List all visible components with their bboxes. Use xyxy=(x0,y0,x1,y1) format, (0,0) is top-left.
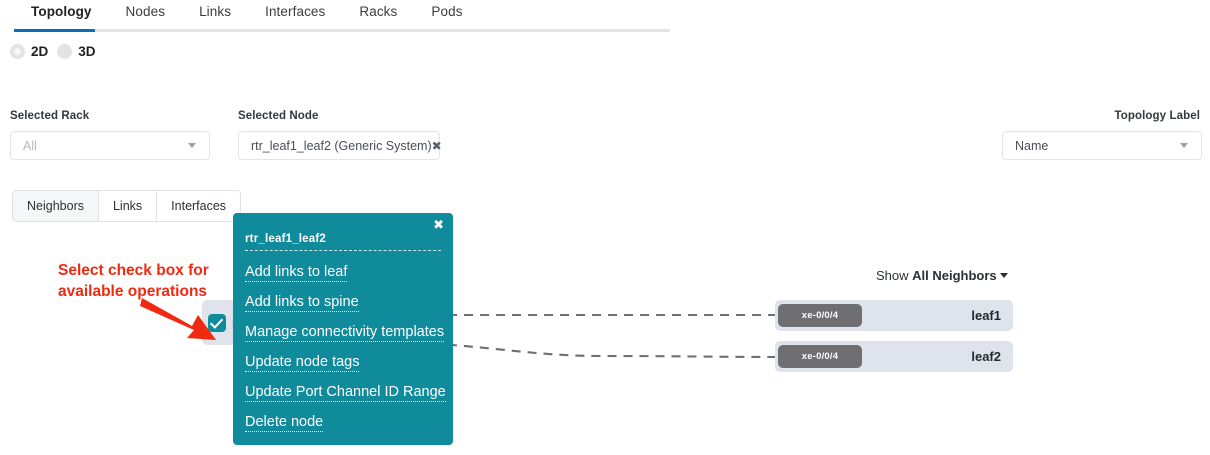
show-neighbors-prefix: Show xyxy=(876,268,913,283)
tab-links[interactable]: Links xyxy=(199,4,232,19)
radio-2d-icon[interactable] xyxy=(10,44,25,59)
chevron-down-icon[interactable] xyxy=(1180,143,1188,148)
sub-tab-neighbors[interactable]: Neighbors xyxy=(13,191,99,221)
sub-tab-interfaces[interactable]: Interfaces xyxy=(157,191,241,221)
interface-badge: xe-0/0/4 xyxy=(778,304,862,327)
topology-label-value: Name xyxy=(1015,138,1049,153)
tab-rail xyxy=(14,29,670,32)
view-mode-3d[interactable]: 3D xyxy=(57,44,96,59)
menu-item-delete-node[interactable]: Delete node xyxy=(233,407,453,437)
context-menu-title: rtr_leaf1_leaf2 xyxy=(245,233,326,245)
view-mode-3d-label: 3D xyxy=(78,44,96,59)
view-mode-2d[interactable]: 2D xyxy=(10,44,48,59)
node-name-label: leaf1 xyxy=(971,308,1001,323)
tab-topology[interactable]: Topology xyxy=(31,4,92,19)
close-icon[interactable]: ✖ xyxy=(431,138,442,153)
chevron-down-icon[interactable] xyxy=(999,273,1008,278)
node-checkbox-checked-icon[interactable] xyxy=(208,313,226,332)
view-mode-2d-label: 2D xyxy=(31,44,49,59)
radio-3d-icon[interactable] xyxy=(57,44,73,59)
annotation-arrow-icon xyxy=(140,298,216,340)
topology-label-label: Topology Label xyxy=(1114,110,1200,122)
menu-item-label: Manage connectivity templates xyxy=(245,324,445,342)
menu-item-label: Update Port Channel ID Range xyxy=(245,384,446,402)
topology-node-leaf1[interactable]: xe-0/0/4 leaf1 xyxy=(775,300,1013,331)
sub-tab-bar: Neighbors Links Interfaces xyxy=(12,190,242,222)
close-icon[interactable]: ✖ xyxy=(433,218,444,233)
node-name-label: leaf2 xyxy=(971,349,1001,364)
show-neighbors-dropdown[interactable]: Show All Neighbors xyxy=(876,268,1008,283)
show-neighbors-value: All Neighbors xyxy=(912,268,997,283)
menu-item-update-port-channel-id-range[interactable]: Update Port Channel ID Range xyxy=(233,377,453,407)
interface-badge: xe-0/0/4 xyxy=(778,345,862,368)
topology-canvas: rtr_leaf1_leaf2 xe-0/0/4 leaf1 xe-0/0/4 … xyxy=(0,225,1210,455)
main-tab-bar: Topology Nodes Links Interfaces Racks Po… xyxy=(0,0,670,32)
menu-item-manage-connectivity-templates[interactable]: Manage connectivity templates xyxy=(233,317,453,347)
menu-item-label: Delete node xyxy=(245,414,324,432)
selected-node-select[interactable]: rtr_leaf1_leaf2 (Generic System) ✖ xyxy=(238,131,442,160)
tab-interfaces[interactable]: Interfaces xyxy=(265,4,326,19)
selected-rack-select[interactable]: All xyxy=(10,131,210,160)
tab-pods[interactable]: Pods xyxy=(431,4,463,19)
topology-label-select[interactable]: Name xyxy=(1002,131,1202,160)
selected-node-value: rtr_leaf1_leaf2 (Generic System) xyxy=(251,138,432,153)
annotation-text: Select check box for available operation… xyxy=(58,262,209,300)
menu-item-label: Add links to leaf xyxy=(245,264,348,282)
selected-rack-label: Selected Rack xyxy=(10,110,90,122)
tab-racks[interactable]: Racks xyxy=(359,4,398,19)
menu-item-update-node-tags[interactable]: Update node tags xyxy=(233,347,453,377)
view-mode-group: 2D 3D xyxy=(10,44,96,59)
sub-tab-links[interactable]: Links xyxy=(98,191,158,221)
tab-active-indicator xyxy=(14,29,95,32)
menu-item-label: Add links to spine xyxy=(245,294,359,312)
context-menu-divider xyxy=(245,250,441,251)
tab-nodes[interactable]: Nodes xyxy=(125,4,166,19)
selected-node-label: Selected Node xyxy=(238,110,319,122)
node-context-menu: ✖ rtr_leaf1_leaf2 Add links to leaf Add … xyxy=(233,213,453,445)
menu-item-label: Update node tags xyxy=(245,354,360,372)
menu-item-add-links-to-leaf[interactable]: Add links to leaf xyxy=(233,257,453,287)
selected-rack-value: All xyxy=(23,138,37,153)
topology-node-leaf2[interactable]: xe-0/0/4 leaf2 xyxy=(775,341,1013,372)
menu-item-add-links-to-spine[interactable]: Add links to spine xyxy=(233,287,453,317)
chevron-down-icon[interactable] xyxy=(188,143,196,148)
